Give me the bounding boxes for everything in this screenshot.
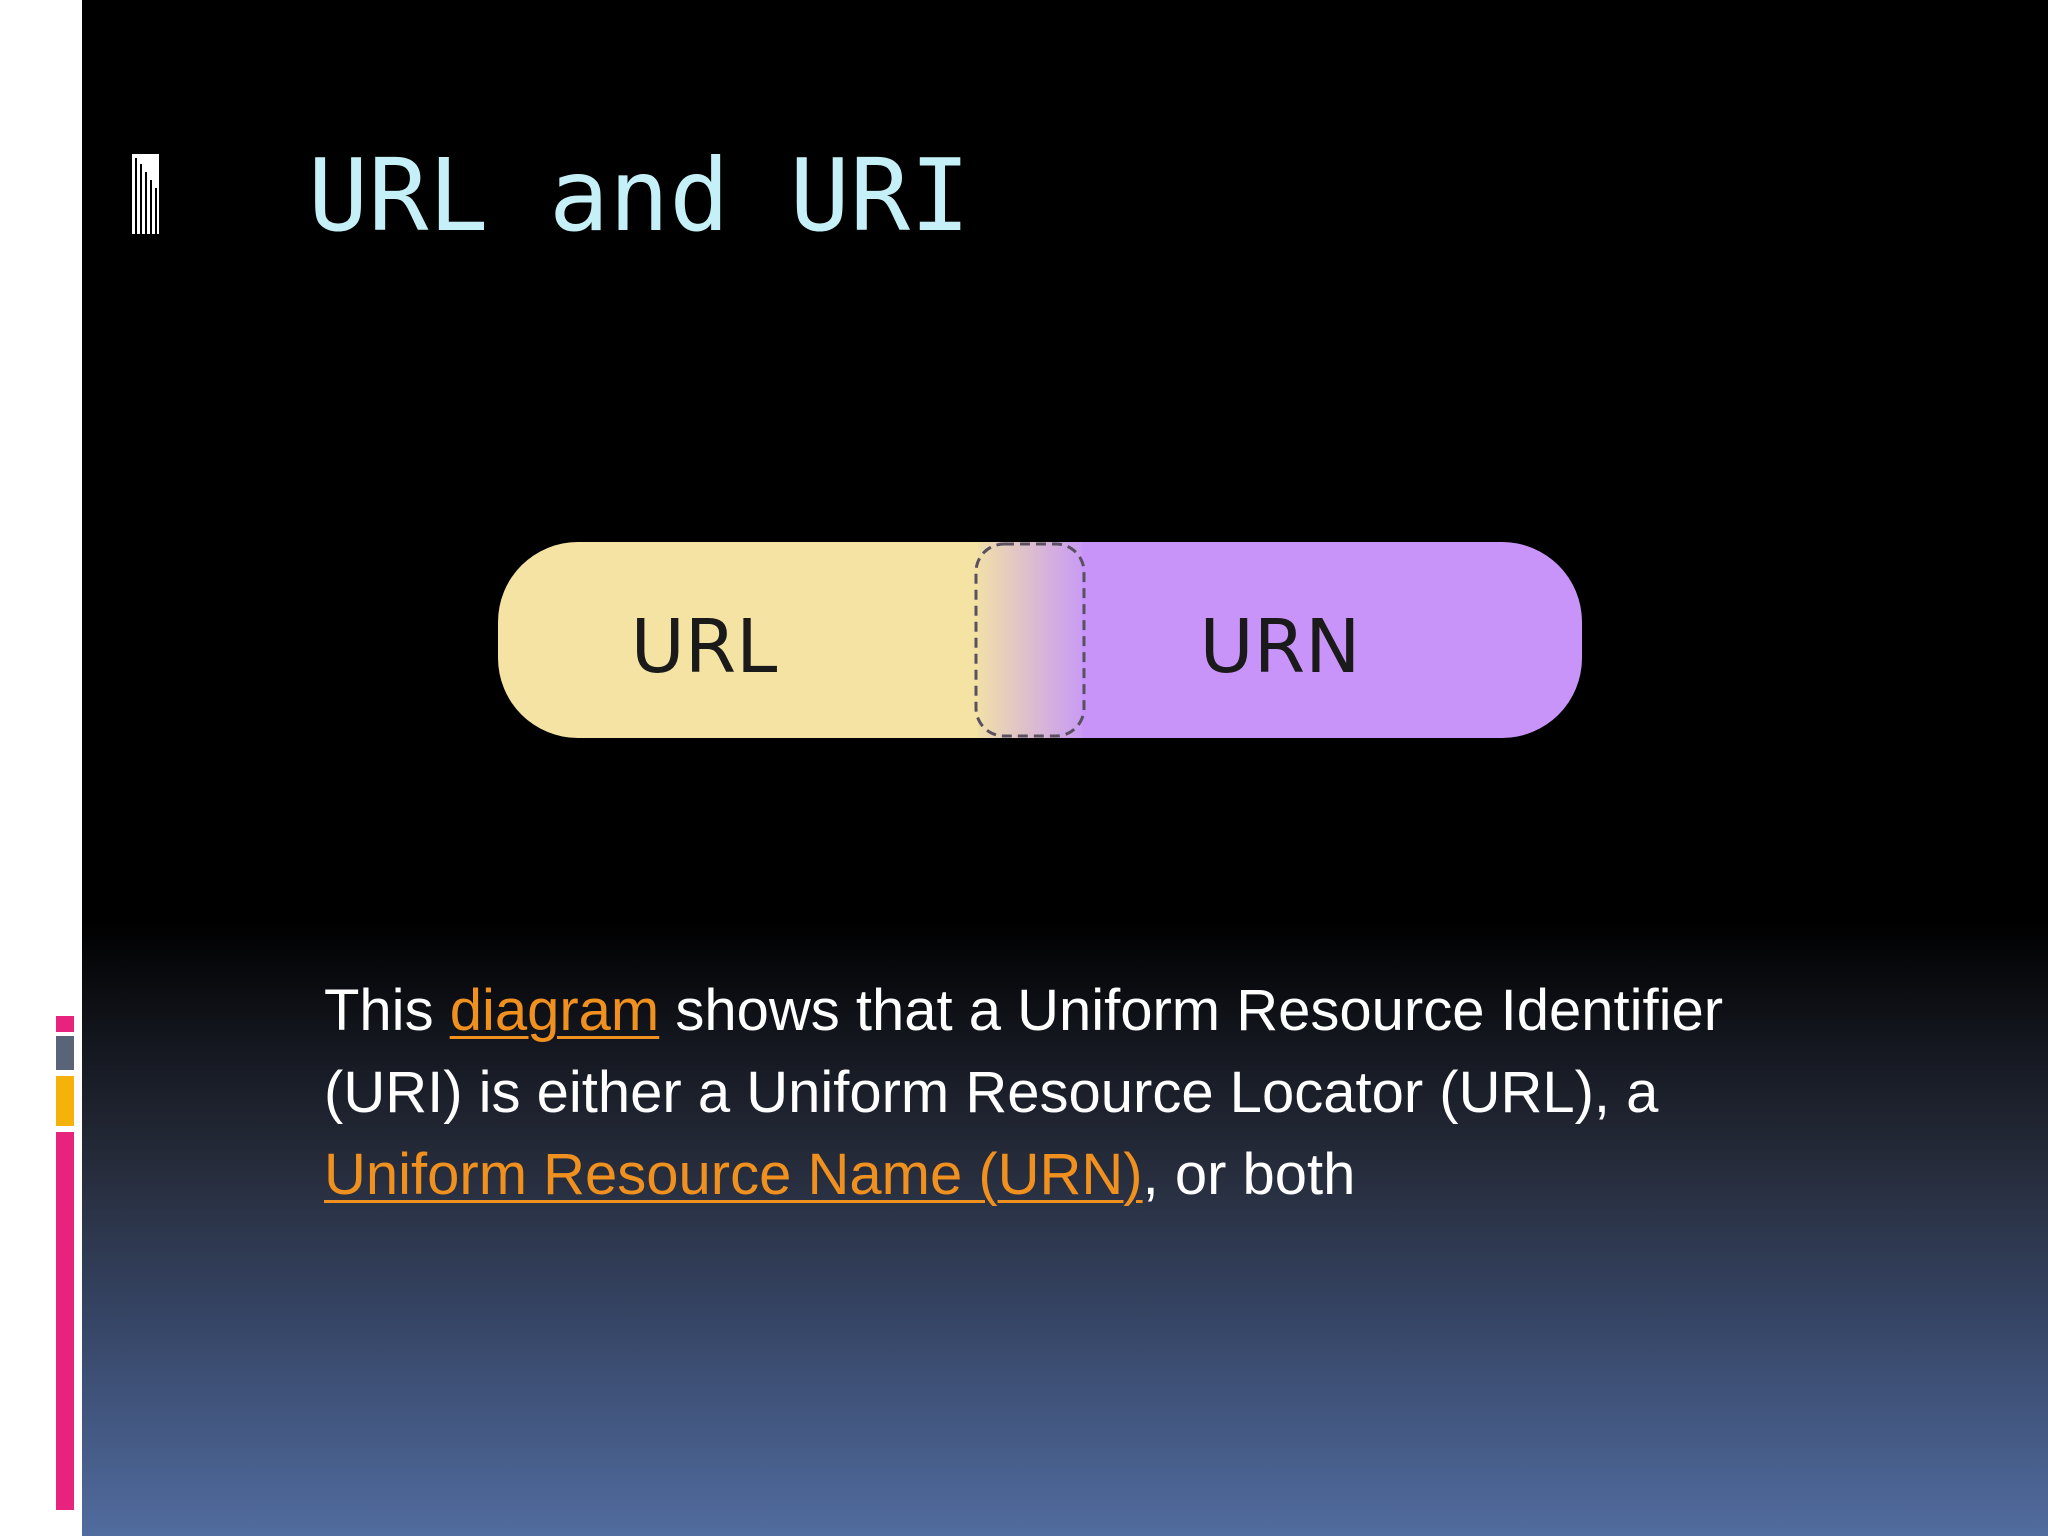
slide-caption: This diagram shows that a Uniform Resour… (324, 970, 1824, 1216)
accent-bar-slate (56, 1036, 74, 1070)
accent-bar-pink (56, 1132, 74, 1510)
title-stripes-icon (132, 154, 162, 234)
caption-text-1: This (324, 978, 450, 1043)
url-label: URL (631, 604, 778, 690)
caption-text-3: , or both (1142, 1142, 1356, 1207)
accent-bar-yellow (56, 1076, 74, 1126)
uri-diagram: URL URN (498, 542, 1582, 738)
slide-title: URL and URI (308, 137, 971, 254)
diagram-link[interactable]: diagram (449, 978, 660, 1043)
caption-text-2: shows that a Uniform Resource Identifier… (324, 978, 1724, 1125)
urn-link[interactable]: Uniform Resource Name (URN) (324, 1142, 1143, 1207)
urn-label: URN (1200, 604, 1361, 690)
slide: URL and URI URL URN This diagram show (82, 0, 2048, 1536)
overlap-outline (974, 542, 1086, 738)
uri-pill (498, 542, 1582, 738)
accent-bar-pink-top (56, 1016, 74, 1032)
